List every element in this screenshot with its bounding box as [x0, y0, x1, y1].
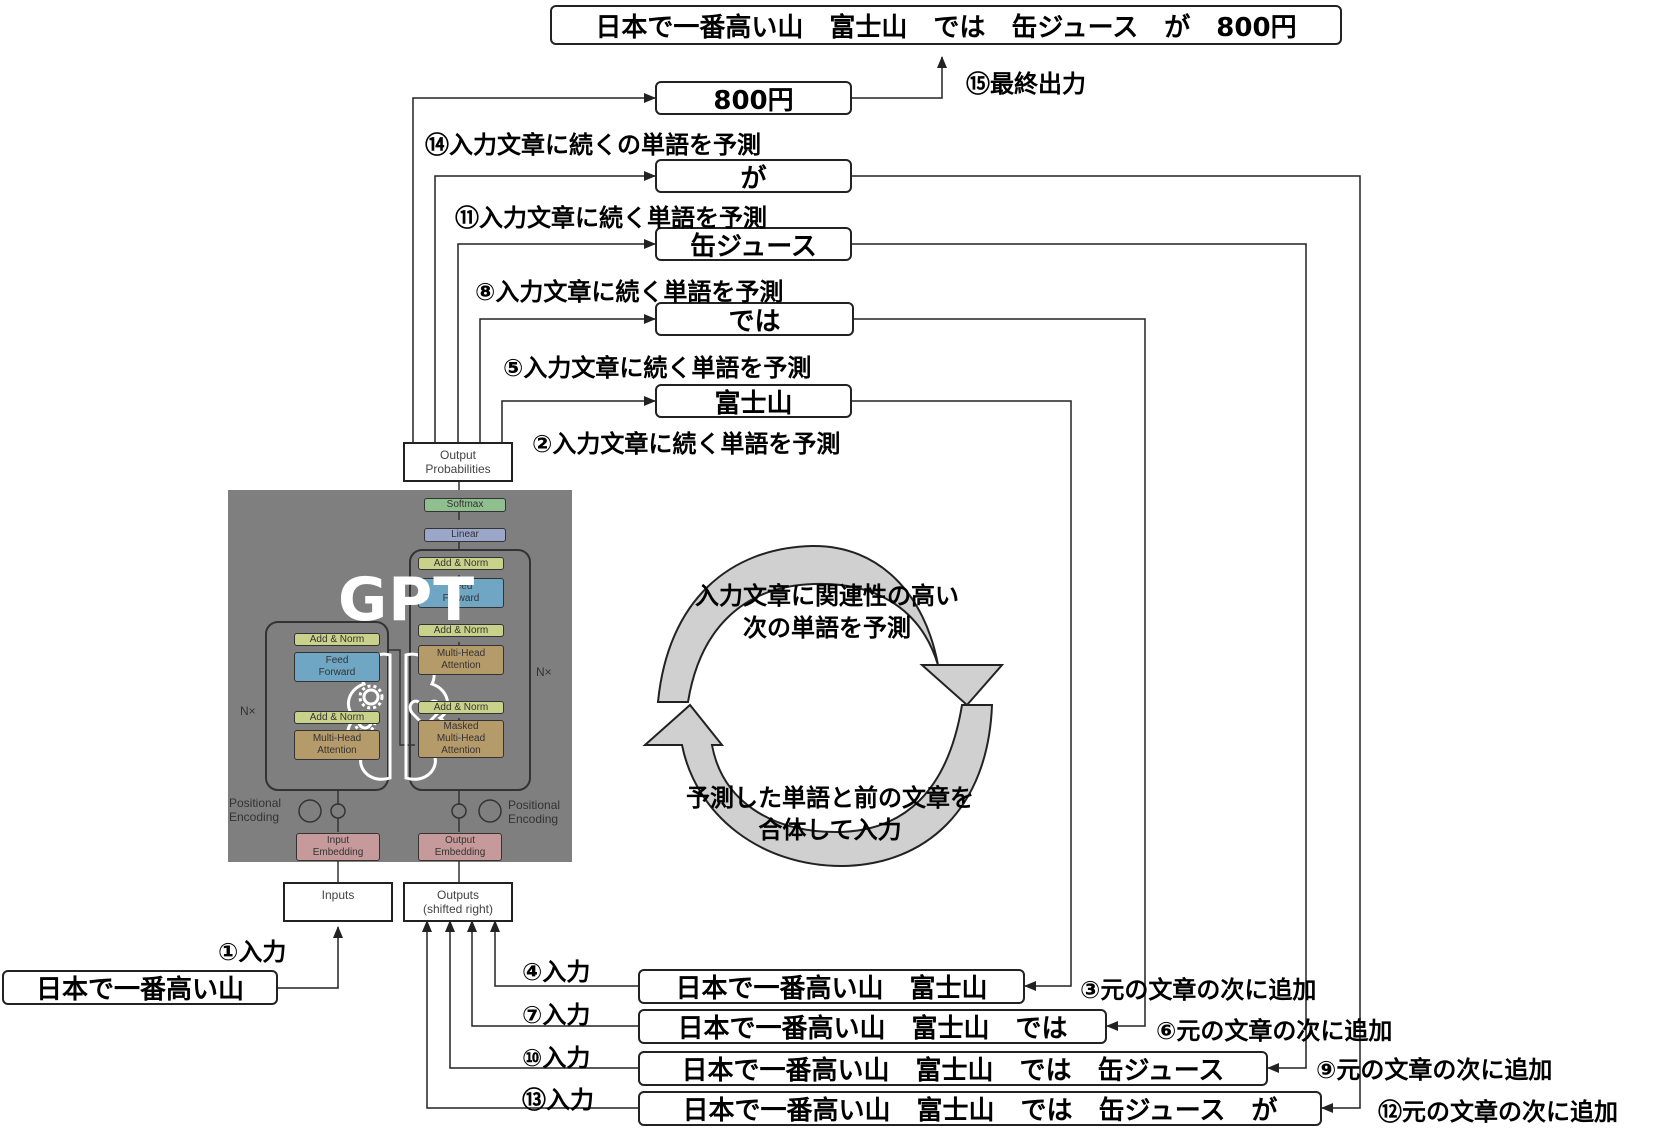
outputs-shifted-box: Outputs (shifted right): [403, 882, 513, 922]
input-text-box: 日本で一番高い山: [2, 970, 278, 1005]
decoder-add-norm-2: Add & Norm: [418, 624, 504, 637]
encoder-feed-forward: Feed Forward: [294, 652, 380, 682]
output-embedding-block: Output Embedding: [418, 833, 502, 861]
step-label-6: ⑥元の文章の次に追加: [1156, 1017, 1393, 1045]
output-probabilities-box: Output Probabilities: [403, 442, 513, 482]
step-label-7: ⑦入力: [522, 1001, 591, 1029]
output-box-dewa: では: [655, 302, 854, 337]
cycle-text-top: 入力文章に関連性の高い 次の単語を予測: [695, 582, 959, 642]
cycle-arrow-bottom: [642, 703, 994, 868]
nx-right: N×: [536, 665, 552, 679]
step-label-5: ⑤入力文章に続く単語を予測: [503, 354, 812, 382]
step-label-3: ③元の文章の次に追加: [1080, 976, 1317, 1004]
step-label-4: ④入力: [522, 958, 591, 986]
flow-arrows: [278, 56, 1361, 1113]
gpt-label: GPT: [338, 565, 476, 635]
concat-box-3: 日本で一番高い山 富士山 では 缶ジュース: [638, 1051, 1268, 1086]
encoder-add-norm-1: Add & Norm: [294, 711, 380, 724]
step-label-2: ②入力文章に続く単語を予測: [532, 430, 841, 458]
positional-encoding-left: Positional Encoding: [229, 796, 282, 824]
decoder-feed-forward: Feed Forward: [418, 578, 504, 608]
step-label-15: ⑮最終出力: [966, 70, 1086, 98]
output-box-kanjuice: 缶ジュース: [655, 227, 852, 262]
input-embedding-block: Input Embedding: [296, 833, 380, 861]
output-box-fujisan: 富士山: [655, 384, 852, 419]
decoder-add-norm-1: Add & Norm: [418, 701, 504, 714]
positional-encoding-right: Positional Encoding: [508, 798, 561, 826]
linear-block: Linear: [424, 528, 506, 542]
concat-box-4: 日本で一番高い山 富士山 では 缶ジュース が: [638, 1091, 1322, 1126]
softmax-block: Softmax: [424, 498, 506, 512]
step-label-12: ⑫元の文章の次に追加: [1378, 1098, 1618, 1126]
output-box-800yen: 800円: [655, 81, 852, 116]
step-label-9: ⑨元の文章の次に追加: [1316, 1056, 1553, 1084]
decoder-add-norm-3: Add & Norm: [418, 557, 504, 570]
final-output-box: 日本で一番高い山 富士山 では 缶ジュース が 800円: [550, 5, 1342, 45]
encoder-stack-outline: [265, 621, 389, 791]
nx-left: N×: [240, 704, 256, 718]
step-label-13: ⑬入力: [522, 1086, 594, 1114]
concat-box-1: 日本で一番高い山 富士山: [638, 969, 1025, 1004]
inputs-box: Inputs: [283, 882, 393, 922]
decoder-masked-attention: Masked Multi-Head Attention: [418, 720, 504, 758]
decoder-multi-head-attention: Multi-Head Attention: [418, 645, 504, 675]
concat-box-2: 日本で一番高い山 富士山 では: [638, 1009, 1107, 1044]
encoder-multi-head-attention: Multi-Head Attention: [294, 730, 380, 760]
encoder-add-norm-2: Add & Norm: [294, 633, 380, 646]
step-label-10: ⑩入力: [522, 1044, 591, 1072]
cycle-text-bottom: 予測した単語と前の文章を 合体して入力: [686, 784, 974, 844]
cycle-arrow-top: [656, 544, 1005, 707]
step-label-8: ⑧入力文章に続く単語を予測: [475, 278, 784, 306]
cycle-arrows: [642, 544, 1005, 868]
step-label-1: ①入力: [218, 938, 287, 966]
decoder-stack-outline: [409, 549, 531, 791]
step-label-11: ⑪入力文章に続く単語を予測: [455, 204, 767, 232]
output-box-ga: が: [655, 159, 852, 194]
step-label-14: ⑭入力文章に続くの単語を予測: [425, 131, 761, 159]
